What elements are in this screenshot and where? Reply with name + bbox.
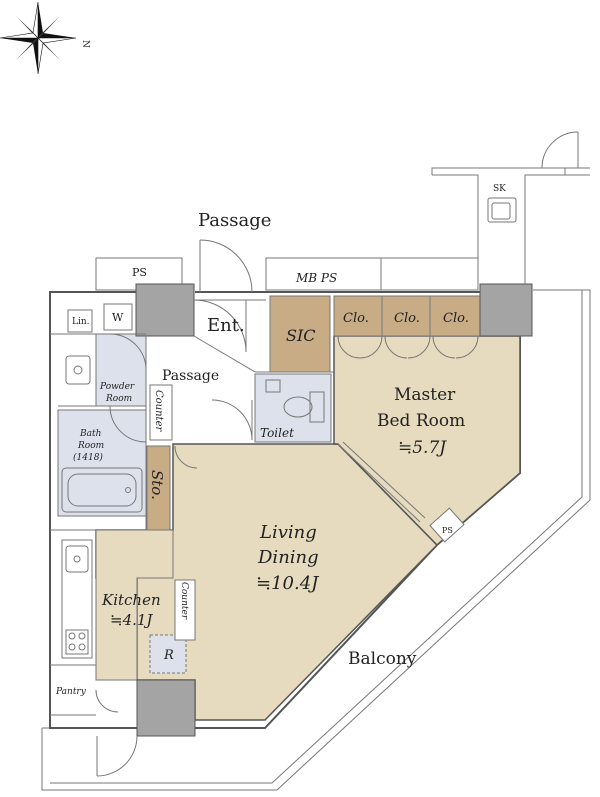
compass-rose-icon	[0, 1, 77, 75]
mb-ps-label: MB PS	[295, 271, 337, 285]
bath-room-label-1: Bath	[79, 429, 101, 439]
ps-small-label: PS	[442, 526, 453, 535]
ent-label: Ent.	[207, 315, 245, 336]
bath-room-label-3: (1418)	[73, 452, 103, 463]
pillar-bottom	[136, 679, 196, 737]
utility-door	[541, 131, 579, 169]
entrance-door-outer	[199, 239, 253, 293]
balcony-area	[41, 289, 591, 791]
pillar-top-left	[135, 283, 195, 337]
toilet-floor	[254, 373, 332, 443]
toilet-label: Toilet	[260, 426, 294, 440]
toilet-bowl-icon	[265, 379, 325, 423]
powder-room-label-2: Room	[105, 394, 132, 404]
kitchen-counter	[174, 579, 196, 641]
dining-label: Dining	[257, 547, 319, 568]
bathtub-icon	[61, 467, 143, 513]
bath-room-floor	[57, 409, 147, 517]
powder-room-floor	[95, 333, 147, 407]
storage-sto	[146, 445, 171, 531]
master-bed-room-label-1: Master	[394, 385, 456, 405]
clo-label-1: Clo.	[343, 311, 369, 326]
kitchen-appliances	[61, 539, 93, 659]
door-swings	[95, 299, 479, 777]
washer-space	[103, 303, 133, 331]
vanity-sink-icon	[65, 355, 91, 385]
bath-room-label-2: Room	[77, 441, 104, 451]
refrigerator-label: R	[163, 648, 174, 663]
clo-label-3: Clo.	[443, 311, 469, 326]
master-bed-room-area: ≒5.7J	[398, 438, 447, 458]
lin-label: Lin.	[72, 317, 90, 327]
living-label: Living	[259, 522, 317, 543]
kitchen-area: ≒4.1J	[110, 611, 153, 629]
closet-3	[429, 295, 481, 337]
linen-cabinet	[67, 309, 93, 333]
passage-counter	[149, 384, 173, 441]
pantry-label: Pantry	[55, 687, 87, 697]
sk-sink-icon	[487, 197, 517, 223]
pillar-top-right	[479, 283, 533, 337]
master-bed-room-label-2: Bed Room	[377, 411, 465, 431]
compass-north-label: N	[80, 40, 90, 48]
passage-outer-label: Passage	[198, 210, 271, 231]
counter-label-1: Counter	[153, 390, 164, 432]
closet-1	[333, 295, 383, 337]
balcony-label: Balcony	[348, 649, 417, 669]
clo-label-2: Clo.	[394, 311, 420, 326]
sic-label: SIC	[286, 326, 316, 345]
sic-storage	[269, 295, 331, 373]
sto-label: Sto.	[148, 470, 166, 500]
kitchen-label: Kitchen	[101, 591, 161, 609]
sk-label: SK	[493, 184, 506, 194]
counter-label-2: Counter	[179, 582, 189, 620]
ps-top-label: PS	[132, 266, 147, 279]
ps-box-master	[429, 507, 465, 543]
top-service-strip	[95, 167, 590, 291]
refrigerator-space	[149, 634, 187, 674]
living-dining-area: ≒10.4J	[256, 573, 320, 594]
powder-room-label-1: Powder	[99, 382, 135, 392]
passage-inner-label: Passage	[162, 368, 219, 384]
w-label: W	[112, 311, 124, 324]
